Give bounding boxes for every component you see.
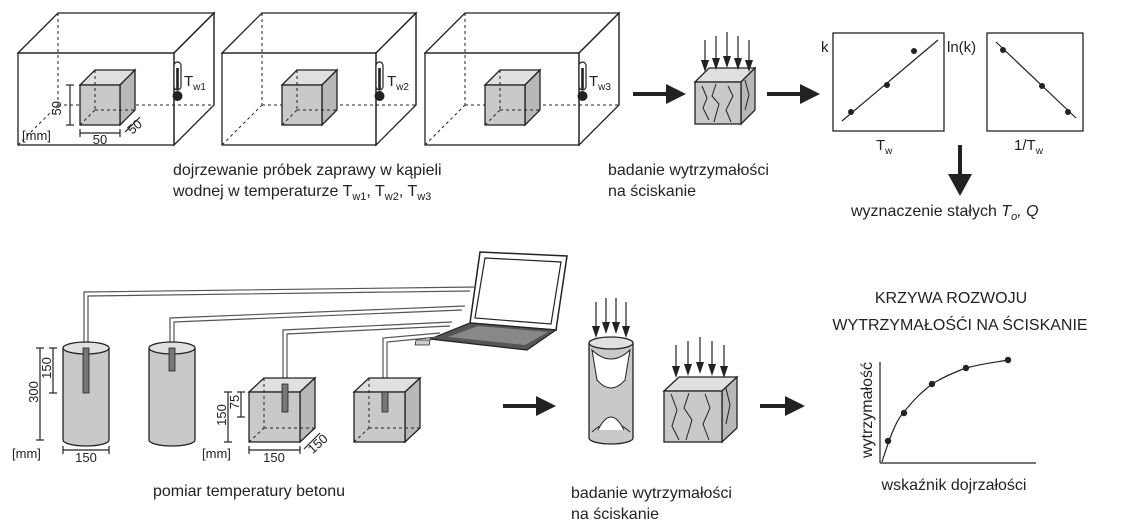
concrete-cube-2 <box>352 376 422 444</box>
curve-y-label: wytrzymałość <box>859 362 876 459</box>
sensor-wires <box>83 286 477 392</box>
strength-curve-chart <box>879 356 1036 464</box>
cube-unit-label: [mm] <box>202 446 231 461</box>
cyl-unit-label: [mm] <box>12 446 41 461</box>
thermometer-icon <box>374 61 385 101</box>
determination-caption: wyznaczenie stałych To, Q <box>850 203 1039 223</box>
curve-x-label: wskaźnik dojrzałości <box>881 477 1027 494</box>
plot-k-vs-tw <box>832 32 945 132</box>
cyl-height-label: 300 <box>26 381 41 403</box>
crushed-cylinder <box>588 298 634 445</box>
plot1-point <box>848 109 854 115</box>
plot2-x-label: 1/Tw <box>1014 137 1044 157</box>
crushed-cube-large <box>662 337 739 444</box>
plot1-point <box>884 82 890 88</box>
specimen-cube-small-3 <box>483 68 542 127</box>
cube-width-label: 150 <box>263 450 285 465</box>
dim-width-label: 50 <box>93 132 107 147</box>
plot1-y-label: k <box>821 39 829 56</box>
cube-sensor-label: 75 <box>227 395 242 409</box>
arrow-right-icon <box>503 396 556 416</box>
plot1-x-label: Tw <box>876 137 893 157</box>
arrow-right-icon <box>767 84 820 104</box>
thermometer-icon <box>577 61 588 101</box>
arrow-right-icon <box>760 396 805 416</box>
thermometer-label-3: Tw3 <box>589 73 611 93</box>
plot2-point <box>1065 109 1071 115</box>
curve-point <box>928 380 936 388</box>
test-caption-bottom-line2: na ściskanie <box>571 506 659 523</box>
curve-point <box>884 437 892 445</box>
thermometer-label-1: Tw1 <box>184 73 206 93</box>
cyl-diameter-label: 150 <box>75 450 97 465</box>
cylinder-dimensions <box>36 347 110 454</box>
test-caption-bottom-line1: badanie wytrzymałości <box>571 485 732 502</box>
curing-caption-line2: wodnej w temperaturze Tw1, Tw2, Tw3 <box>172 183 431 203</box>
plot2-point <box>1000 47 1006 53</box>
curve-point <box>962 364 970 372</box>
plot1-trend-line <box>841 39 939 122</box>
plot2-trend-line <box>995 41 1077 119</box>
concrete-cylinder-1 <box>62 341 110 447</box>
arrow-down-icon <box>948 145 972 196</box>
curve-title-line1: KRZYWA ROZWOJU <box>875 290 1027 307</box>
measurement-caption: pomiar temperatury betonu <box>153 483 345 500</box>
curve-point <box>1004 356 1012 364</box>
test-caption-top-line2: na ściskanie <box>608 183 696 200</box>
specimen-cube-small-1 <box>78 68 137 127</box>
curve-title-line2: WYTRZYMAŁOŚĆI NA ŚCISKANIE <box>832 315 1087 334</box>
dim-depth-label: 50 <box>124 116 145 137</box>
dim-unit-label: [mm] <box>22 128 51 143</box>
plot2-y-label: ln(k) <box>947 39 976 56</box>
laptop-icon <box>414 251 568 351</box>
test-caption-top-line1: badanie wytrzymałości <box>608 162 769 179</box>
thermometer-label-2: Tw2 <box>387 73 409 93</box>
thermometer-icon <box>172 61 183 101</box>
dim-height-label: 50 <box>49 101 64 115</box>
dimension-lines-small-cube <box>66 84 141 137</box>
specimen-cube-small-2 <box>280 68 339 127</box>
curing-caption-line1: dojrzewanie próbek zaprawy w kąpieli <box>173 162 442 179</box>
plot-lnk-vs-inv-tw <box>986 32 1084 132</box>
plot1-point <box>911 48 917 54</box>
curve-line <box>881 359 1009 463</box>
concrete-cube-1 <box>247 376 317 444</box>
cube-height-label: 150 <box>214 404 229 426</box>
crushed-cube-small <box>693 32 757 126</box>
curve-point <box>900 409 908 417</box>
plot2-point <box>1039 83 1045 89</box>
plot2-frame <box>986 32 1084 132</box>
cyl-sensor-label: 150 <box>39 357 54 379</box>
arrow-right-icon <box>633 84 686 104</box>
cube-dimensions <box>224 391 321 454</box>
plot1-frame <box>832 32 945 132</box>
concrete-cylinder-2 <box>148 341 196 447</box>
